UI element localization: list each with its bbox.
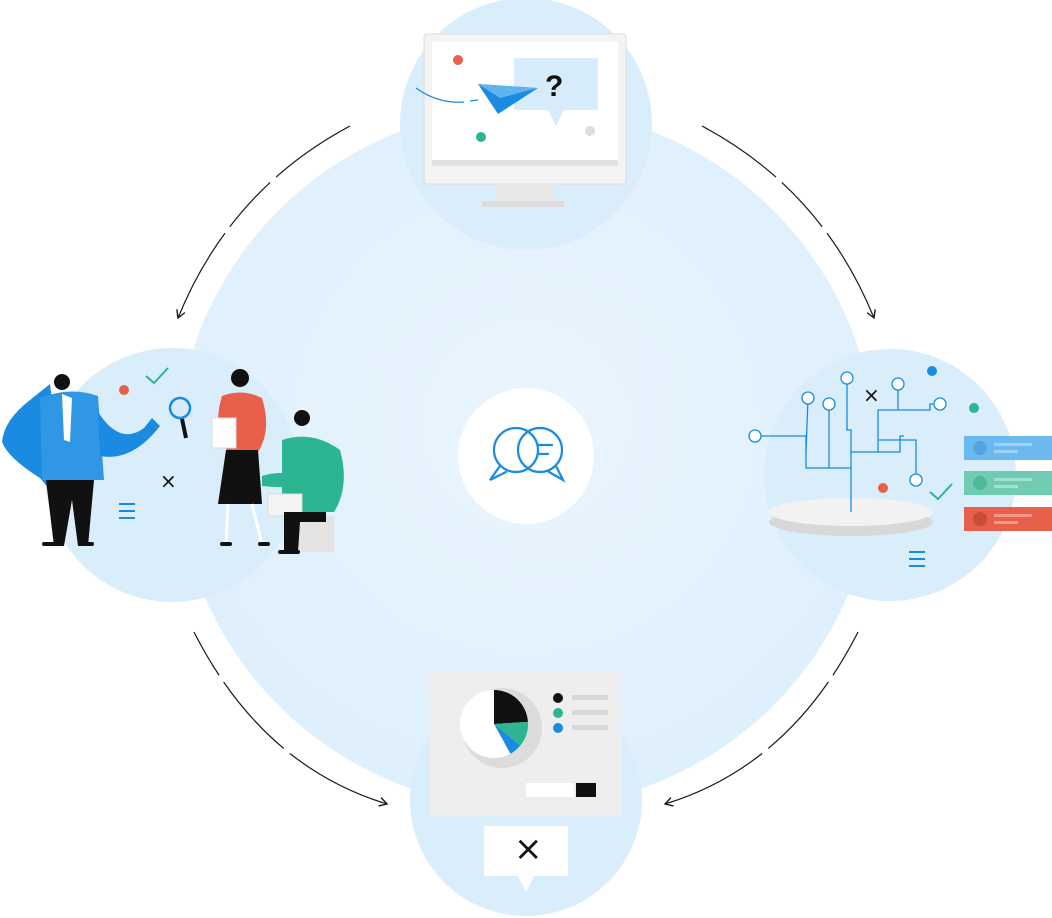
result-card-red	[964, 507, 1052, 531]
decision-tree-icon	[748, 371, 947, 512]
result-cards	[964, 436, 1052, 531]
green-dot	[476, 132, 486, 142]
node-left: ×	[2, 348, 344, 602]
legend-dot-blue	[553, 723, 563, 733]
result-card-green	[964, 471, 1052, 495]
report-footer-block	[576, 783, 596, 797]
menu-lines-icon	[909, 551, 925, 567]
red-dot	[119, 385, 129, 395]
cross-mark: ×	[514, 829, 543, 869]
red-dot	[453, 55, 463, 65]
cross-mark: ×	[160, 469, 177, 493]
menu-lines-icon	[119, 503, 135, 519]
arrow-left-to-bottom	[193, 631, 389, 807]
check-icon	[145, 367, 169, 385]
legend-dot-green	[553, 708, 563, 718]
pie-slice-2	[494, 724, 521, 754]
arrows	[176, 125, 876, 807]
woman-figure	[211, 369, 270, 546]
pie-slice-0	[494, 690, 528, 724]
legend-dot-black	[553, 693, 563, 703]
check-icon	[929, 483, 953, 501]
man-figure	[2, 374, 160, 546]
node-bottom: ×	[410, 672, 642, 916]
arrow-top-to-left	[176, 125, 351, 320]
speech-bubble: ?	[514, 58, 598, 126]
cross-bubble: ×	[484, 826, 568, 892]
green-dot	[969, 403, 979, 413]
node-right: ×	[748, 349, 1052, 601]
result-card-blue	[964, 436, 1052, 460]
cross-mark: ×	[863, 383, 880, 407]
seated-figure	[262, 410, 344, 554]
center-node	[458, 388, 594, 524]
gray-dot	[585, 126, 595, 136]
legend	[553, 693, 608, 733]
chat-bubbles-icon	[489, 426, 566, 483]
magnifier-icon	[168, 396, 192, 439]
paper-plane-icon	[415, 84, 538, 114]
pie-chart	[460, 690, 529, 758]
arrow-right-to-bottom	[663, 631, 859, 807]
arrow-top-to-right	[701, 125, 876, 320]
report-footer-bar	[526, 783, 574, 797]
pie-slice-3	[460, 690, 511, 758]
node-top: ?	[400, 0, 652, 250]
pie-slice-1	[494, 721, 529, 746]
red-dot	[878, 483, 888, 493]
blue-dot	[927, 366, 937, 376]
question-mark: ?	[545, 70, 563, 103]
